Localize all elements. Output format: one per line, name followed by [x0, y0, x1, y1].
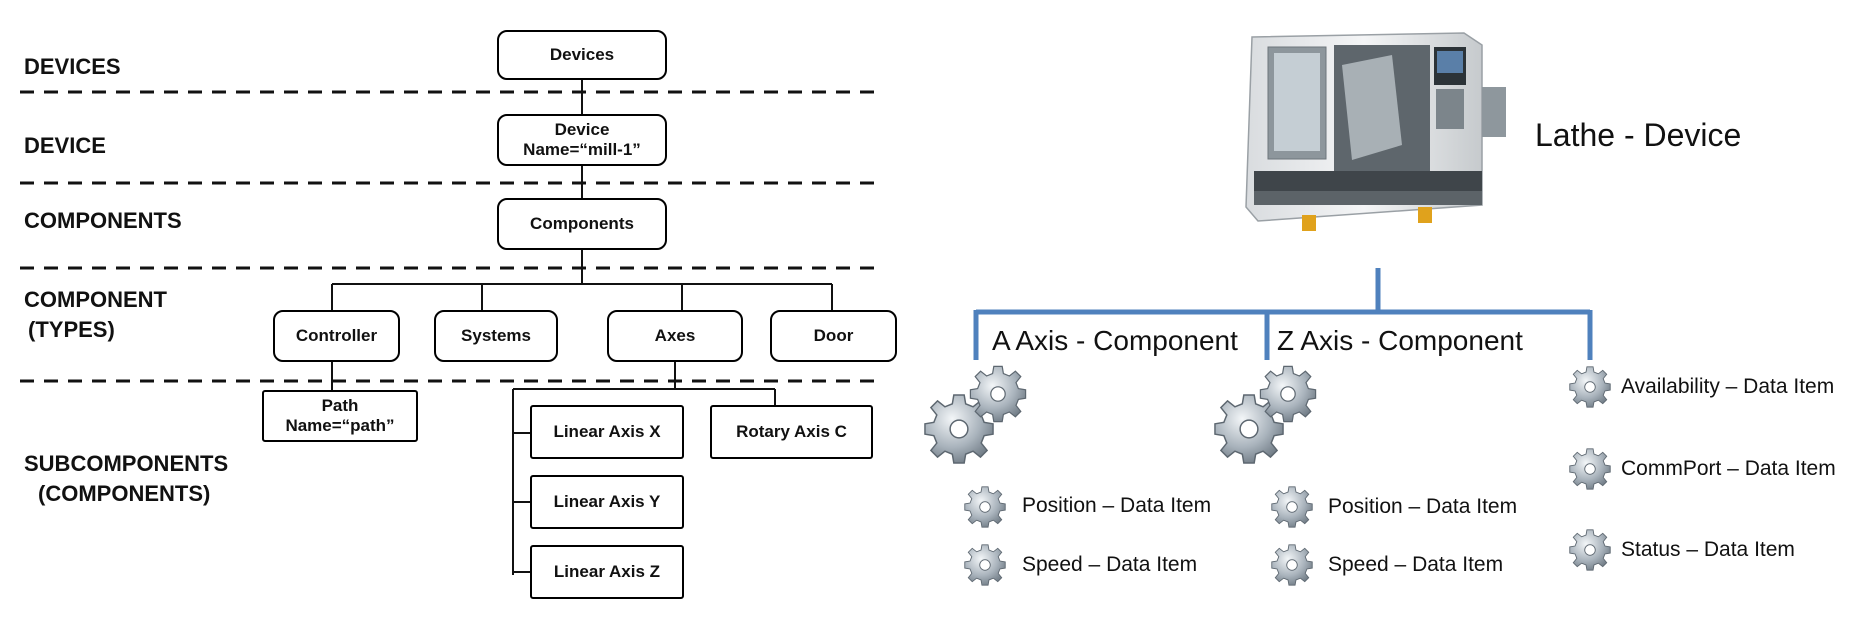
linear-axis-y-node: Linear Axis Y [530, 475, 684, 529]
commport-data-item: CommPort – Data Item [1621, 457, 1836, 480]
commport-gear-icon [1569, 448, 1611, 490]
z-speed-gear-icon [1271, 544, 1313, 586]
a-position-gear-icon [964, 486, 1006, 528]
level-label-component-line2: (TYPES) [28, 317, 115, 342]
components-node-label: Components [530, 214, 634, 233]
z-axis-gears-icon [1214, 365, 1317, 464]
tree-connectors [331, 80, 833, 575]
linear-axis-y-label: Linear Axis Y [553, 492, 661, 511]
device-node-name: Name=“mill-1” [523, 140, 641, 159]
type-node-door-label: Door [813, 326, 854, 345]
lathe-machine-image [1245, 32, 1506, 231]
linear-axis-x-label: Linear Axis X [553, 422, 661, 441]
lathe-device-title: Lathe - Device [1535, 117, 1742, 153]
type-node-controller-label: Controller [295, 326, 378, 345]
a-axis-component-label: A Axis - Component [992, 325, 1238, 356]
a-speed-data-item: Speed – Data Item [1022, 553, 1198, 576]
device-node: Device Name=“mill-1” [497, 114, 667, 166]
path-node-label: Path [321, 396, 359, 415]
linear-axis-z-label: Linear Axis Z [553, 562, 661, 581]
z-position-data-item: Position – Data Item [1328, 495, 1518, 518]
status-gear-icon [1569, 529, 1611, 571]
device-node-label: Device [554, 120, 610, 139]
rotary-axis-c-label: Rotary Axis C [736, 422, 847, 441]
devices-node-label: Devices [549, 45, 615, 64]
rotary-axis-c-node: Rotary Axis C [710, 405, 873, 459]
linear-axis-z-node: Linear Axis Z [530, 545, 684, 599]
path-node-name: Name=“path” [285, 416, 395, 435]
path-node: Path Name=“path” [262, 390, 418, 442]
type-node-systems: Systems [434, 310, 558, 362]
level-label-component-types: COMPONENT (TYPES) [24, 285, 167, 345]
type-node-systems-label: Systems [461, 326, 531, 345]
status-data-item: Status – Data Item [1621, 538, 1795, 561]
level-label-components: COMPONENTS [24, 208, 182, 233]
availability-gear-icon [1569, 366, 1611, 408]
level-label-component-line1: COMPONENT [24, 287, 167, 312]
z-speed-data-item: Speed – Data Item [1328, 553, 1504, 576]
availability-data-item: Availability – Data Item [1621, 375, 1835, 398]
lathe-connectors [973, 268, 1593, 360]
devices-node: Devices [497, 30, 667, 80]
a-position-data-item: Position – Data Item [1022, 494, 1212, 517]
level-label-device: DEVICE [24, 133, 106, 158]
z-position-gear-icon [1271, 486, 1313, 528]
components-node: Components [497, 198, 667, 250]
level-label-subcomponents-line2: (COMPONENTS) [38, 481, 211, 506]
type-node-controller: Controller [273, 310, 400, 362]
level-label-subcomponents: SUBCOMPONENTS (COMPONENTS) [24, 449, 228, 509]
type-node-axes-label: Axes [654, 326, 696, 345]
z-axis-component-label: Z Axis - Component [1277, 325, 1523, 356]
type-node-axes: Axes [607, 310, 743, 362]
a-speed-gear-icon [964, 544, 1006, 586]
type-node-door: Door [770, 310, 897, 362]
linear-axis-x-node: Linear Axis X [530, 405, 684, 459]
level-label-devices: DEVICES [24, 54, 121, 79]
level-label-subcomponents-line1: SUBCOMPONENTS [24, 451, 229, 476]
a-axis-gears-icon [924, 365, 1027, 464]
